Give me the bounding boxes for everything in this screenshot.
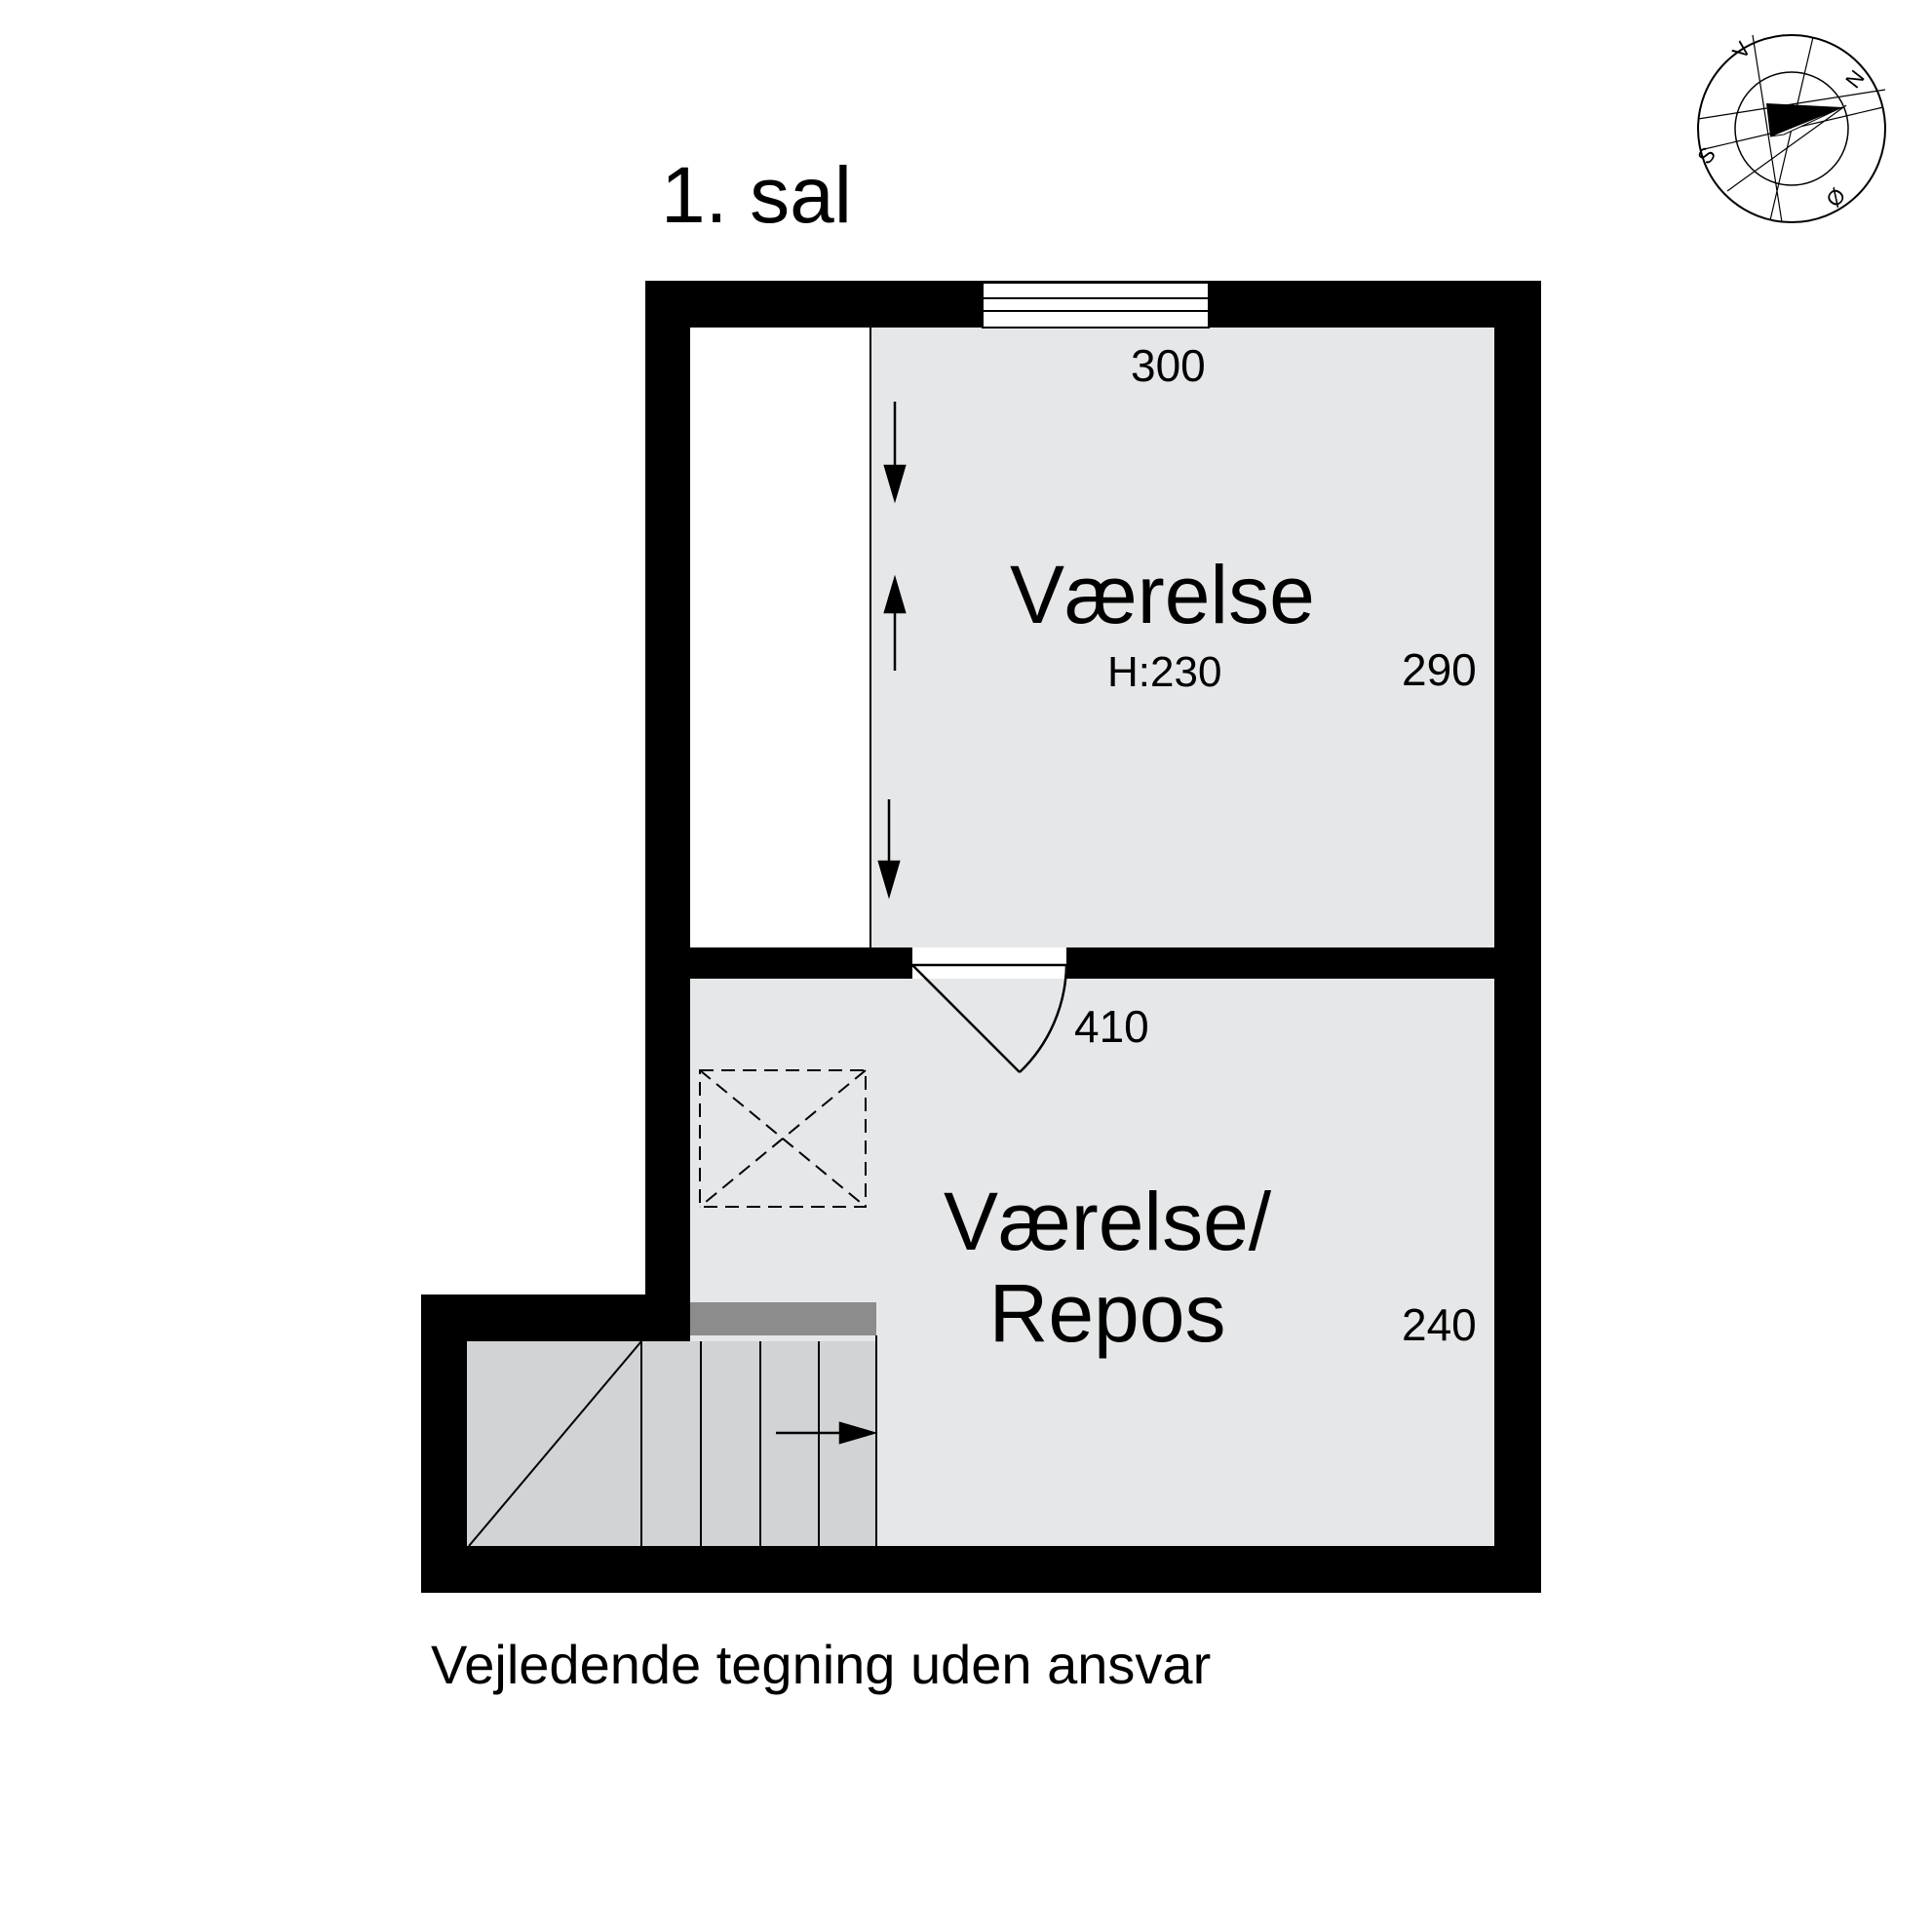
room-height: H:230	[1107, 648, 1222, 696]
room-floor-upper	[870, 328, 1494, 947]
compass-needle-icon	[1766, 103, 1842, 136]
compass-west: V	[1727, 37, 1756, 63]
stair-landing	[690, 1302, 876, 1335]
stair-floor	[467, 1341, 876, 1546]
floor-title: 1. sal	[661, 151, 852, 240]
inner-wall-left	[690, 947, 912, 979]
stairs	[468, 1335, 877, 1547]
dimension-middle: 410	[1074, 1001, 1149, 1052]
window	[982, 282, 1210, 328]
disclaimer: Vejledende tegning uden ansvar	[431, 1634, 1212, 1695]
door-swing	[911, 963, 1068, 1073]
compass: N Ø S V	[1692, 34, 1886, 223]
room-name-line-2: Repos	[988, 1267, 1226, 1360]
compass-east: Ø	[1821, 183, 1850, 212]
loft-hatch	[699, 1069, 867, 1208]
dimension-upper-side: 290	[1402, 644, 1477, 695]
room-name-vaerelse-repos: Værelse/ Repos	[944, 1176, 1271, 1359]
stair-direction-arrow	[776, 1421, 878, 1445]
sliding-door-arrows	[877, 402, 907, 900]
room-name-vaerelse: Værelse	[1010, 549, 1315, 640]
inner-wall-right	[1066, 947, 1494, 979]
dimension-lower-side: 240	[1402, 1299, 1477, 1350]
dimension-top-width: 300	[1131, 340, 1206, 391]
room-name-line-1: Værelse/	[944, 1176, 1272, 1267]
